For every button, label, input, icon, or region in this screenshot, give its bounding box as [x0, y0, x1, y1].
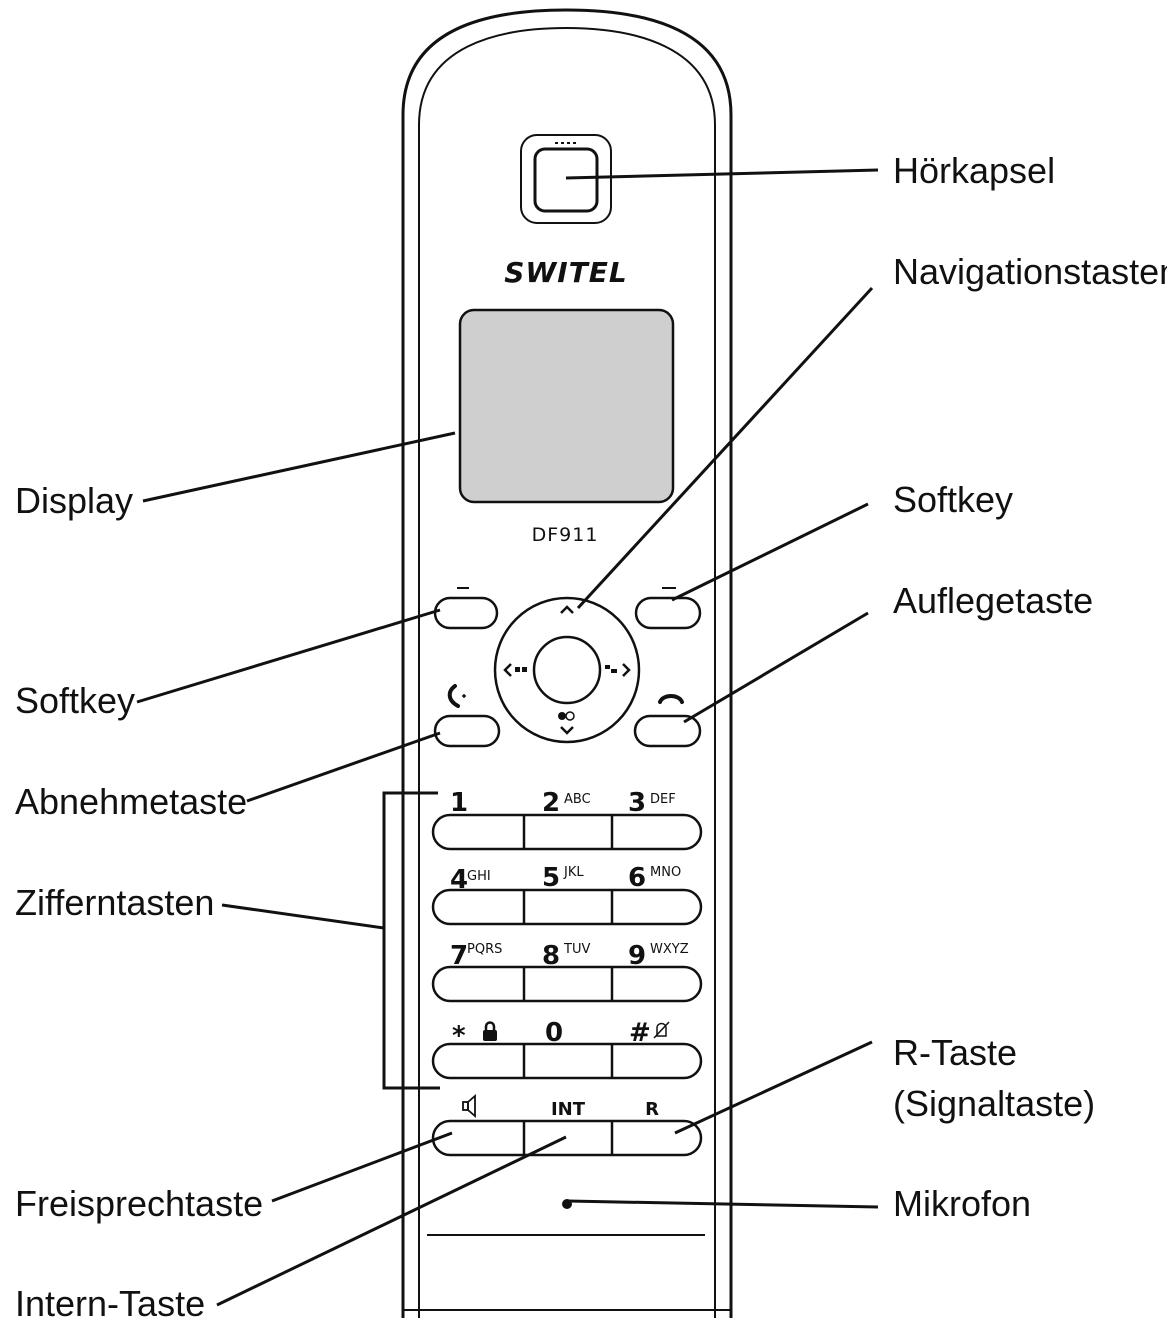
- pickup-key[interactable]: [433, 684, 501, 748]
- key-7-letters: PQRS: [467, 942, 502, 957]
- navigation-pad[interactable]: [493, 596, 641, 744]
- leader-hoerkapsel: [565, 168, 879, 180]
- key-4-letters: GHI: [467, 869, 491, 884]
- leader-softkey-left: [136, 608, 441, 704]
- key-8-digit: 8: [542, 941, 560, 971]
- number-keypad[interactable]: 1 2 ABC 3 DEF 4 GHI 5 JKL 6 MNO 7 PQRS 8…: [431, 788, 703, 1157]
- leader-auflegetaste: [683, 611, 869, 724]
- softkey-right[interactable]: [634, 587, 702, 630]
- leader-softkey-right: [671, 502, 869, 602]
- label-r-taste-line1: R-Taste: [893, 1032, 1017, 1073]
- chevron-up-icon: [560, 605, 574, 614]
- leader-zifferntasten-bracket: [382, 791, 440, 1090]
- handset-body: [401, 8, 733, 1318]
- leader-lines: [136, 168, 879, 1307]
- label-hoerkapsel: Hörkapsel: [893, 150, 1055, 191]
- keypad-row-3: [431, 965, 703, 1003]
- int-key-label: INT: [551, 1099, 586, 1120]
- handset-pickup-icon: [447, 684, 466, 708]
- leader-navigationstasten: [576, 286, 874, 610]
- softkey-left[interactable]: [433, 587, 499, 630]
- key-8-letters: TUV: [563, 942, 590, 957]
- callout-labels: Hörkapsel Navigationstasten Display Soft…: [15, 150, 1167, 1324]
- handset-hangup-icon: [658, 694, 684, 704]
- leader-mikrofon: [567, 1199, 879, 1209]
- key-0-digit: 0: [545, 1018, 563, 1048]
- label-softkey-right: Softkey: [893, 479, 1013, 520]
- contacts-icon: [558, 711, 575, 721]
- key-9-digit: 9: [628, 941, 646, 971]
- key-6-letters: MNO: [650, 865, 681, 880]
- key-6-digit: 6: [628, 863, 646, 893]
- label-navigationstasten: Navigationstasten: [893, 251, 1167, 292]
- hangup-key[interactable]: [633, 694, 702, 748]
- leader-intern-taste: [216, 1135, 567, 1307]
- voicemail-icon: [515, 667, 527, 672]
- label-intern-taste: Intern-Taste: [15, 1283, 205, 1324]
- key-2-digit: 2: [542, 788, 560, 818]
- keypad-row-5: [431, 1119, 703, 1157]
- key-hash-digit: #: [629, 1018, 651, 1048]
- label-zifferntasten: Zifferntasten: [15, 882, 214, 923]
- brand-logo: SWITEL: [504, 256, 628, 289]
- speaker-icon: [462, 1094, 476, 1118]
- key-5-letters: JKL: [563, 865, 584, 880]
- label-mikrofon: Mikrofon: [893, 1183, 1031, 1224]
- leader-freisprechtaste: [271, 1131, 453, 1203]
- chevron-down-icon: [560, 726, 574, 735]
- label-abnehmetaste: Abnehmetaste: [15, 781, 247, 822]
- r-key-label: R: [645, 1099, 659, 1120]
- keypad-row-1: [431, 813, 703, 851]
- mute-bell-icon: [653, 1021, 670, 1039]
- label-auflegetaste: Auflegetaste: [893, 580, 1093, 621]
- leader-display: [142, 431, 456, 503]
- label-display: Display: [15, 480, 133, 521]
- model-name: DF911: [532, 524, 599, 546]
- leader-abnehmetaste: [246, 731, 441, 803]
- lock-icon: [483, 1021, 497, 1041]
- key-7-digit: 7: [450, 941, 468, 971]
- leader-zifferntasten: [221, 903, 385, 930]
- earpiece: [520, 134, 612, 224]
- key-3-digit: 3: [628, 788, 646, 818]
- label-softkey-left: Softkey: [15, 680, 135, 721]
- chevron-left-icon: [503, 663, 512, 677]
- key-1-digit: 1: [450, 788, 468, 818]
- label-freisprechtaste: Freisprechtaste: [15, 1183, 263, 1224]
- key-star-digit: *: [452, 1021, 466, 1051]
- key-4-digit: 4: [450, 865, 468, 895]
- chevron-right-icon: [622, 663, 631, 677]
- key-5-digit: 5: [542, 863, 560, 893]
- key-3-letters: DEF: [650, 792, 676, 807]
- keypad-row-2: [431, 888, 703, 926]
- redial-icon: [605, 665, 617, 673]
- keypad-row-4: [431, 1042, 703, 1080]
- label-r-taste-line2: (Signaltaste): [893, 1083, 1095, 1124]
- key-9-letters: WXYZ: [650, 942, 689, 957]
- key-2-letters: ABC: [564, 792, 591, 807]
- leader-r-taste: [674, 1040, 873, 1135]
- display-screen: [458, 308, 675, 504]
